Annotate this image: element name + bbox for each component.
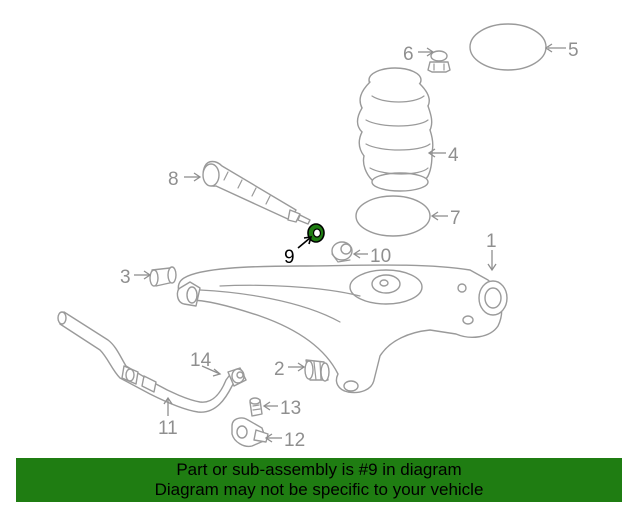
- part-13-fastener[interactable]: [249, 397, 263, 417]
- callout-9: 9: [284, 247, 295, 268]
- part-1-control-arm[interactable]: [176, 264, 508, 394]
- part-3-bushing[interactable]: [149, 266, 177, 287]
- part-9-bushing-highlighted[interactable]: [307, 223, 325, 243]
- part-2-bushing[interactable]: [304, 359, 330, 382]
- callout-6: 6: [403, 44, 414, 65]
- part-5-seal[interactable]: [469, 23, 547, 71]
- banner-line-1: Part or sub-assembly is #9 in diagram: [176, 460, 462, 479]
- part-6-bump-stop[interactable]: [427, 50, 451, 73]
- callout-10: 10: [370, 246, 391, 267]
- banner-line-2: Diagram may not be specific to your vehi…: [154, 480, 484, 499]
- callout-13: 13: [280, 398, 301, 419]
- callout-4: 4: [448, 145, 459, 166]
- part-11-stabilizer-bar[interactable]: [57, 311, 239, 413]
- part-4-coil-spring[interactable]: [356, 67, 434, 192]
- part-12-bracket[interactable]: [231, 417, 269, 448]
- callout-8: 8: [168, 169, 179, 190]
- callout-12: 12: [284, 430, 305, 451]
- callout-5: 5: [568, 40, 579, 61]
- part-14-end-link[interactable]: [227, 367, 247, 387]
- callout-11: 11: [158, 418, 178, 439]
- part-10-bushing[interactable]: [331, 241, 353, 263]
- part-notice-banner: Part or sub-assembly is #9 in diagram Di…: [16, 458, 622, 502]
- part-7-spring-seat[interactable]: [355, 195, 431, 237]
- callout-14: 14: [190, 350, 212, 371]
- callout-1: 1: [486, 231, 497, 252]
- callout-2: 2: [274, 359, 285, 380]
- callout-3: 3: [120, 267, 131, 288]
- part-8-shock-absorber[interactable]: [202, 160, 311, 225]
- callout-7: 7: [450, 208, 461, 229]
